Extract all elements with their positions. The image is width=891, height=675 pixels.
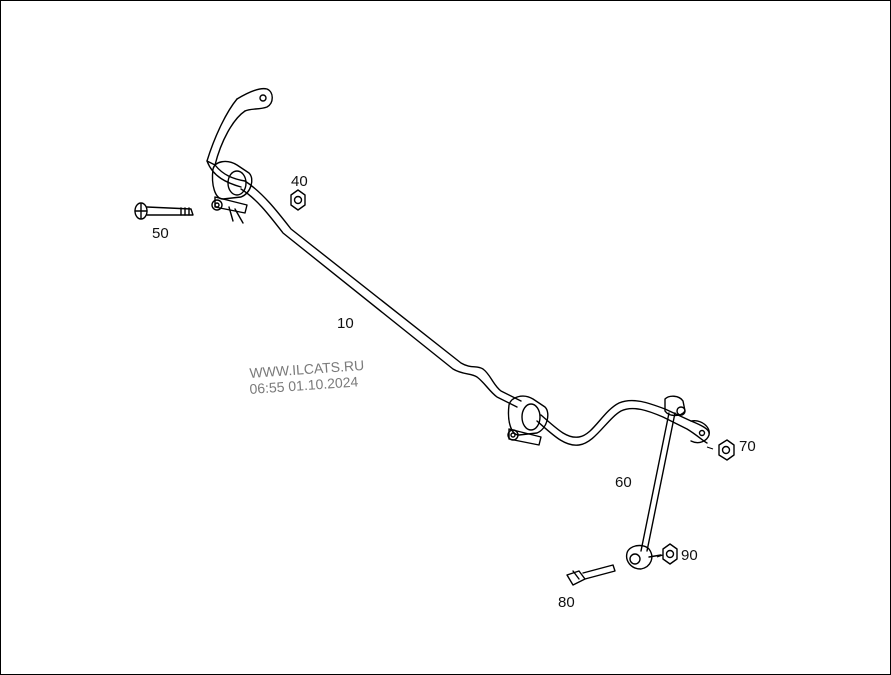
right-bushing[interactable] — [507, 395, 549, 446]
left-bushing[interactable] — [211, 160, 253, 224]
stabilizer-bar-part[interactable] — [206, 87, 710, 446]
part-label-40[interactable]: 40 — [291, 173, 308, 190]
part-label-70[interactable]: 70 — [739, 438, 756, 455]
leader-lines — [656, 446, 714, 558]
part-label-60[interactable]: 60 — [615, 474, 632, 491]
part-label-90[interactable]: 90 — [681, 547, 698, 564]
nut-part-70[interactable] — [718, 439, 735, 461]
link-rod-part-60[interactable] — [625, 395, 686, 570]
part-label-10[interactable]: 10 — [337, 315, 354, 332]
part-label-80[interactable]: 80 — [558, 594, 575, 611]
nut-part-40[interactable] — [290, 189, 306, 211]
part-label-50[interactable]: 50 — [152, 225, 169, 242]
bolt-part-80[interactable] — [566, 564, 616, 586]
nut-part-90[interactable] — [662, 543, 678, 565]
bolt-part-50[interactable] — [134, 202, 194, 220]
